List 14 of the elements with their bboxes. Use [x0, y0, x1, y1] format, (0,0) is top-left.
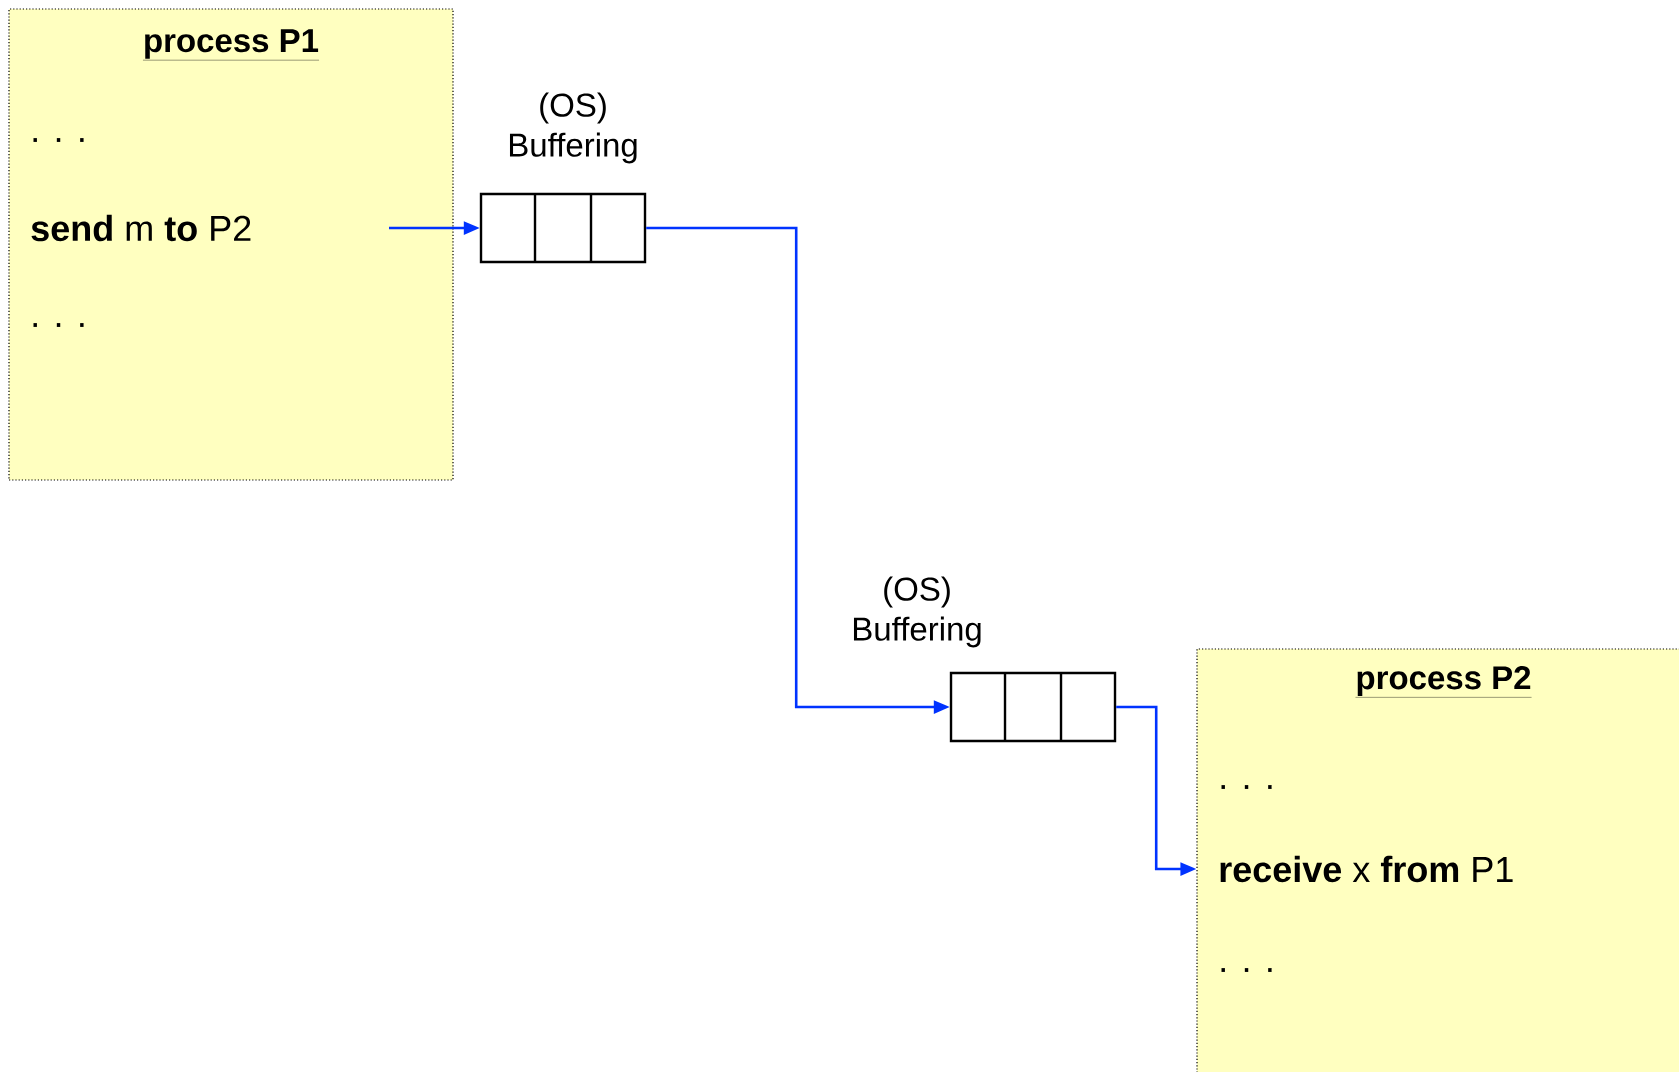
- buffer-queue: [479, 192, 647, 264]
- process-title: process P2: [1355, 666, 1532, 698]
- process-title: process P1: [142, 29, 320, 61]
- buffer-caption: (OS) Buffering: [510, 92, 637, 164]
- buffer-queue: [949, 671, 1117, 743]
- code-line: send m to P2: [31, 214, 251, 242]
- ellipsis: . . .: [1221, 968, 1272, 972]
- ellipsis: . . .: [1221, 785, 1272, 789]
- ellipsis: . . .: [33, 138, 84, 142]
- code-line: receive x from P1: [1220, 855, 1513, 883]
- process-box: [8, 8, 454, 481]
- buffer-caption: (OS) Buffering: [854, 576, 981, 648]
- ellipsis: . . .: [33, 323, 84, 327]
- process-box: [1196, 648, 1679, 1072]
